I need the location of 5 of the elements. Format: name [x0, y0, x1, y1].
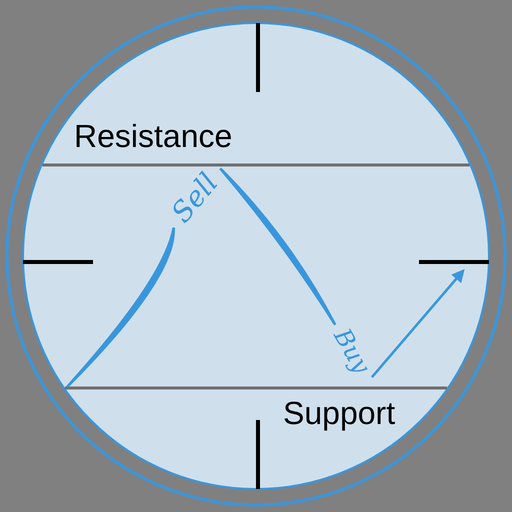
tapered-line — [66, 226, 175, 388]
tapered-line — [218, 167, 336, 326]
level-label: Resistance — [74, 120, 232, 152]
arrow — [370, 269, 465, 378]
level-label: Support — [283, 397, 396, 429]
